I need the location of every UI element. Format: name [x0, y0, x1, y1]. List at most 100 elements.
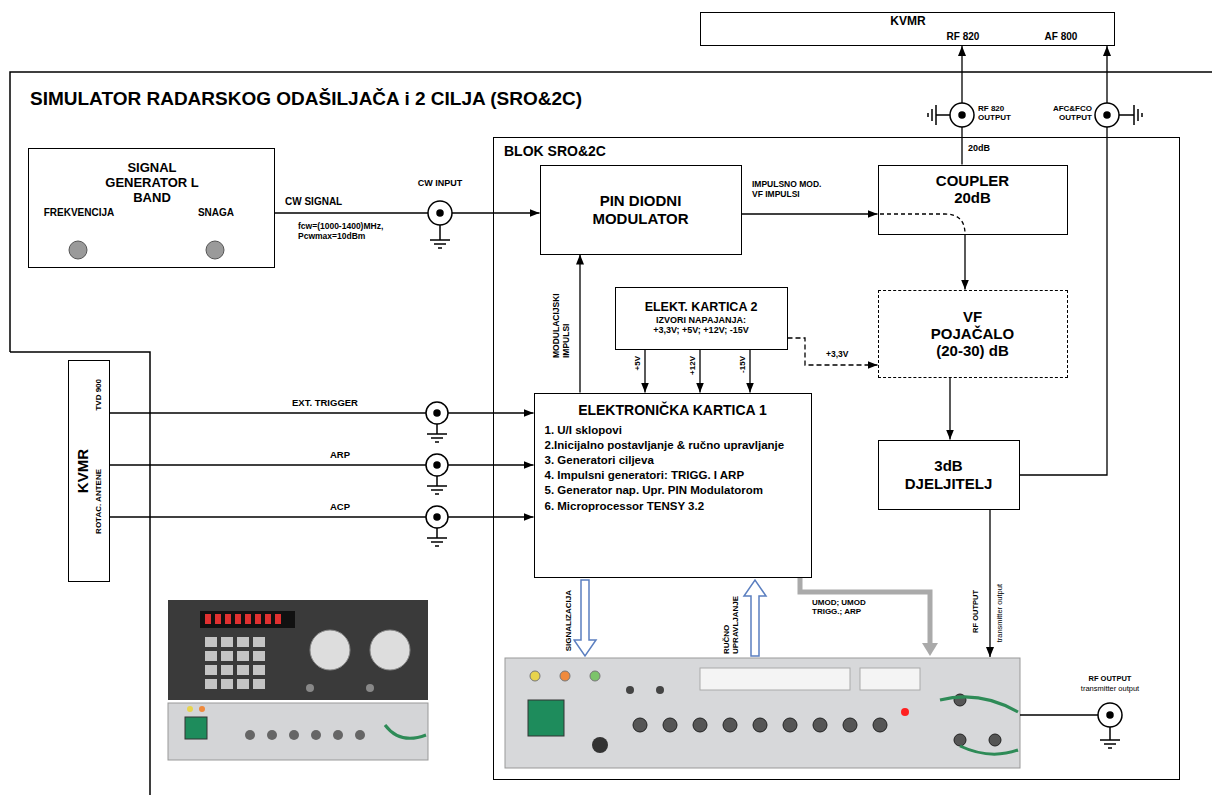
key [253, 651, 265, 661]
toggle [626, 686, 634, 694]
box-text: ROTAC. ANTENE [94, 469, 103, 534]
module-box: KVMR RF 820 AF 800 [700, 12, 1115, 46]
ground-symbol [928, 105, 950, 125]
module-box: ELEKTRONIČKA KARTICA 11. U/I sklopovi2.I… [534, 393, 812, 578]
key [221, 665, 233, 675]
key [237, 665, 249, 675]
key [253, 679, 265, 689]
lamp [590, 671, 600, 681]
lamp [530, 671, 540, 681]
key [253, 637, 265, 647]
connector [289, 730, 299, 740]
signal-connector [275, 212, 540, 213]
connector [333, 730, 343, 740]
display-digit [215, 614, 221, 624]
display-digit [225, 614, 231, 624]
bnc [783, 718, 797, 732]
connector-label: -15V [738, 356, 747, 373]
box-title: SIGNAL GENERATOR L BAND [91, 161, 213, 206]
connector-label: EXT. TRIGGER [292, 398, 358, 409]
signal-connector [1020, 46, 1108, 475]
label-plate [860, 668, 920, 690]
key [221, 679, 233, 689]
bnc-ring [428, 201, 452, 225]
signal-connector [788, 338, 878, 365]
box-title: VF POJAČALO (20-30) dB [925, 308, 1021, 360]
coupling-path [880, 214, 965, 234]
rf-output-line [989, 510, 990, 657]
bnc [873, 718, 887, 732]
key [205, 637, 217, 647]
power-switch [185, 717, 207, 739]
module-box: SIGNAL GENERATOR L BANDFREKVENCIJA SNAGA [28, 148, 275, 268]
knob [206, 241, 224, 259]
annotation-label: RF OUTPUT [972, 590, 981, 633]
connector-label: IMPULSNO MOD. VF IMPULSI [752, 180, 834, 200]
box-title: 3dB DJELJITELJ [891, 457, 1006, 492]
bnc-ring [426, 402, 448, 424]
annotation-label: UMOD; UMOD TRIGG.; ARP [812, 598, 876, 616]
signal-connector [749, 350, 750, 393]
connector-label: ARP [330, 450, 350, 461]
bnc [753, 718, 767, 732]
key [205, 651, 217, 661]
box-text: 2.Inicijalno postavljanje & ručno upravl… [545, 439, 785, 452]
display [200, 611, 295, 628]
signal-connector [644, 350, 645, 393]
box-text: RF 820 [947, 31, 980, 43]
bnc-pin [434, 462, 440, 468]
box-text: AF 800 [1045, 31, 1078, 43]
bnc-symbol [1095, 103, 1142, 127]
connector-label: +5V [633, 356, 642, 370]
diagram-title: SIMULATOR RADARSKOG ODAŠILJAČA i 2 CILJA… [30, 88, 582, 110]
signal-connector [964, 235, 965, 290]
bnc-symbol [928, 103, 974, 127]
key [221, 651, 233, 661]
bnc [989, 734, 1001, 746]
bnc-symbol [1098, 703, 1122, 748]
annotation-label: SIGNALIZACIJA [564, 590, 573, 651]
cable [385, 725, 426, 738]
module-box: VF POJAČALO (20-30) dB [878, 290, 1068, 378]
signal-generator-photo [168, 600, 428, 760]
red-led [901, 708, 909, 716]
bnc-pin [1107, 712, 1113, 718]
bnc [954, 734, 966, 746]
annotation-label: RF 820 OUTPUT [978, 104, 1020, 122]
signal-connector [949, 378, 950, 440]
box-text: FREKVENCIJA [44, 207, 115, 219]
bnc-ring [426, 454, 448, 476]
connector-label: ACP [330, 502, 350, 513]
bnc-pin [434, 410, 440, 416]
signal-connector [579, 255, 580, 393]
connector-label: MODULACIJSKI IMPULSI [552, 272, 572, 358]
dial [310, 630, 350, 670]
box-text: SNAGA [198, 207, 234, 219]
cable [960, 746, 1018, 754]
bnc [663, 718, 677, 732]
box-text: 6. Microprocessor TENSY 3.2 [545, 500, 705, 513]
lamp [560, 671, 570, 681]
signal-connector [110, 464, 534, 465]
ground-symbol [427, 528, 447, 546]
box-title: BLOK SRO&2C [504, 143, 606, 159]
bnc-ring [426, 506, 448, 528]
bnc-ring [1095, 103, 1119, 127]
key [221, 637, 233, 647]
ground-symbol [427, 424, 447, 442]
key [237, 679, 249, 689]
annotation-label: AFC&FCO OUTPUT [1046, 104, 1092, 122]
box-text: 3. Generatori ciljeva [545, 454, 654, 467]
module-box: KVMRROTAC. ANTENETVD 900 [68, 360, 110, 582]
key [205, 679, 217, 689]
connector [355, 730, 365, 740]
box-title: KVMR [890, 15, 925, 29]
annotation-label: transmitter output [1081, 685, 1139, 694]
key [237, 637, 249, 647]
bnc-pin [1104, 112, 1110, 118]
bnc-ring [1098, 703, 1122, 727]
bnc [633, 718, 647, 732]
